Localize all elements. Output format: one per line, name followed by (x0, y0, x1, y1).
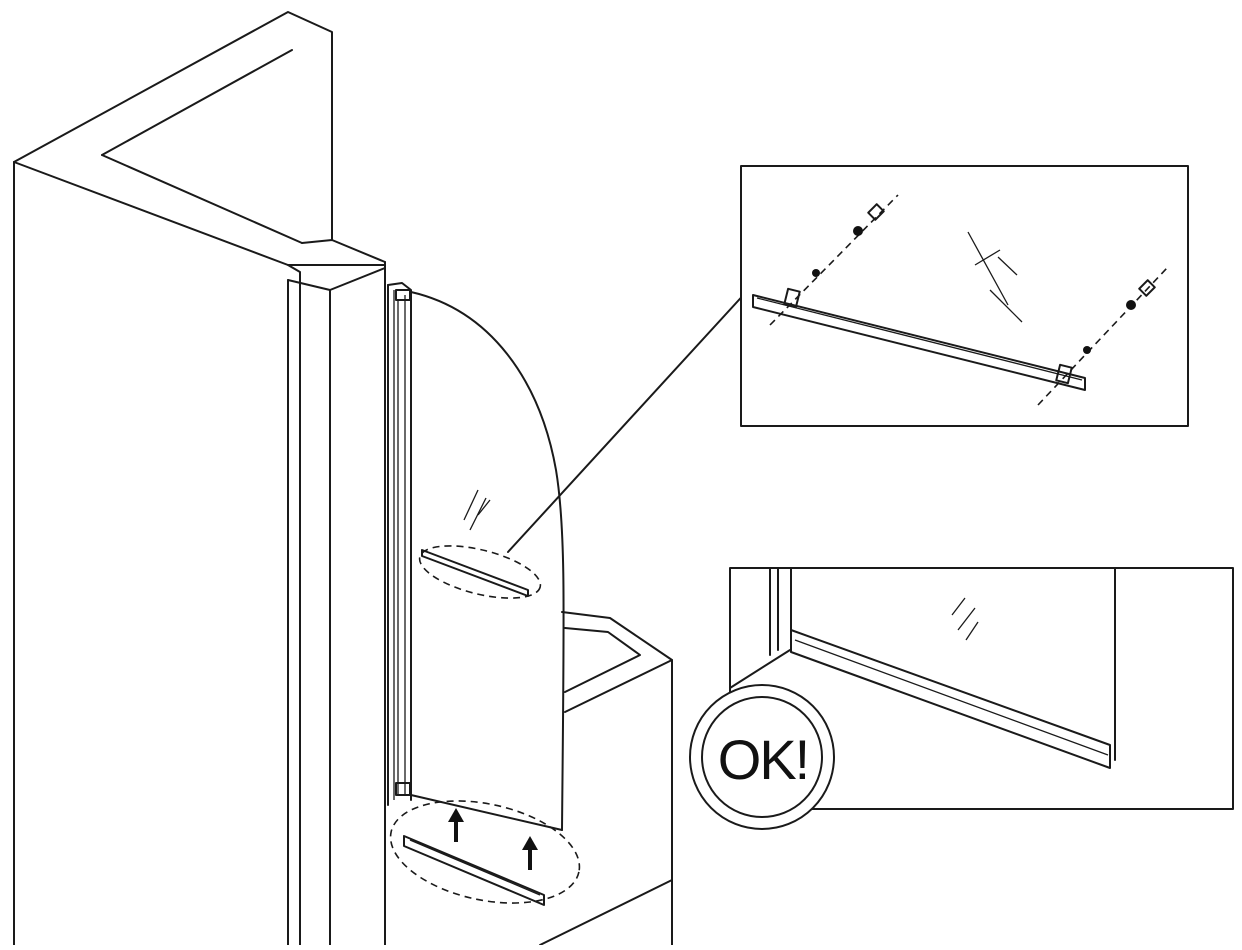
glass-reflection-icon (463, 489, 491, 531)
leader-line (507, 289, 749, 553)
arrow-up-icon (522, 836, 538, 870)
bath-tub (539, 611, 673, 946)
bottom-seal (389, 800, 581, 906)
wall-profile (387, 282, 412, 806)
ok-badge (689, 684, 835, 830)
glass-reflection-icon (951, 597, 979, 641)
wall (13, 11, 386, 946)
ok-label: OK! (717, 728, 810, 791)
arrow-up-icon (448, 808, 464, 842)
detail-seal-installed (689, 567, 1234, 830)
towel-bar (418, 545, 542, 599)
glass-reflection-icon (967, 231, 1023, 323)
detail-towel-bar-fixing (740, 165, 1189, 427)
glass-panel (410, 291, 565, 831)
